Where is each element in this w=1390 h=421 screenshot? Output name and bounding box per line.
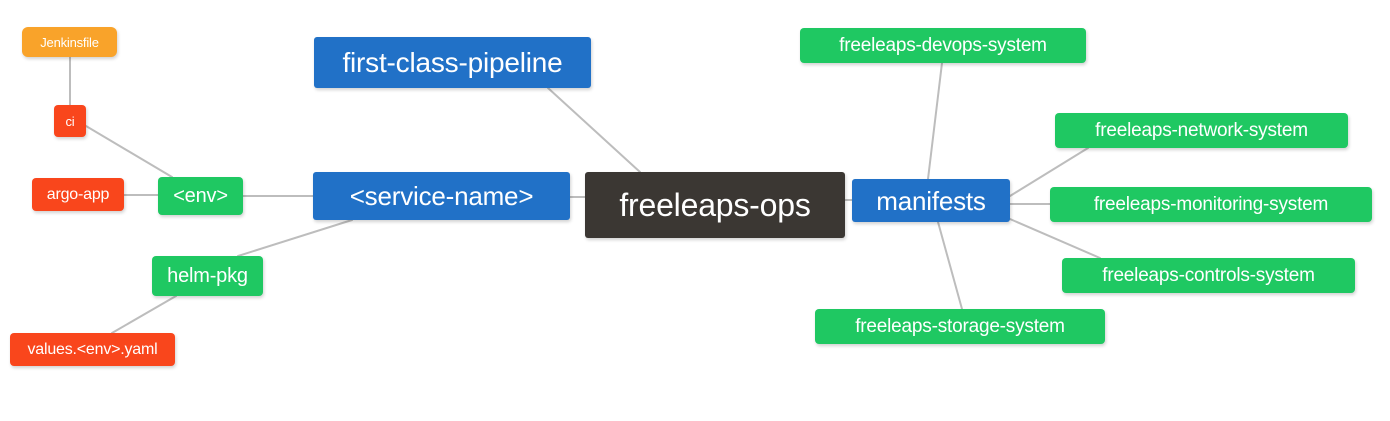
node-label: freeleaps-controls-system (1102, 265, 1315, 286)
node-network-system[interactable]: freeleaps-network-system (1055, 113, 1348, 148)
node-argo-app[interactable]: argo-app (32, 178, 124, 211)
edge-helm-pkg-values-yaml (111, 295, 177, 334)
node-label: manifests (876, 185, 986, 216)
node-monitoring-system[interactable]: freeleaps-monitoring-system (1050, 187, 1372, 222)
node-label: <service-name> (349, 181, 534, 211)
node-values-yaml[interactable]: values.<env>.yaml (10, 333, 175, 366)
node-storage-system[interactable]: freeleaps-storage-system (815, 309, 1105, 344)
node-label: freeleaps-devops-system (839, 35, 1047, 56)
node-label: values.<env>.yaml (27, 340, 158, 358)
node-label: ci (65, 113, 75, 129)
node-label: freeleaps-storage-system (855, 316, 1065, 337)
node-label: freeleaps-monitoring-system (1093, 194, 1329, 215)
node-label: freeleaps-ops (619, 187, 811, 223)
node-service-name[interactable]: <service-name> (313, 172, 570, 220)
node-label: freeleaps-network-system (1095, 120, 1308, 141)
node-jenkinsfile[interactable]: Jenkinsfile (22, 27, 117, 57)
node-label: Jenkinsfile (40, 34, 99, 50)
edge-manifests-controls-system (1009, 218, 1101, 259)
edge-env-ci (85, 125, 173, 178)
node-manifests[interactable]: manifests (852, 179, 1010, 222)
edge-manifests-storage-system (937, 221, 963, 310)
node-label: <env> (173, 185, 228, 207)
node-freeleaps-ops[interactable]: freeleaps-ops (585, 172, 845, 238)
node-label: helm-pkg (167, 265, 248, 287)
edge-service-name-helm-pkg (237, 219, 353, 257)
node-label: argo-app (46, 185, 110, 203)
node-helm-pkg[interactable]: helm-pkg (152, 256, 263, 296)
edge-root-first-class-pipeline (547, 87, 641, 173)
node-env[interactable]: <env> (158, 177, 243, 215)
node-ci[interactable]: ci (54, 105, 86, 137)
node-label: first-class-pipeline (342, 46, 563, 78)
node-controls-system[interactable]: freeleaps-controls-system (1062, 258, 1355, 293)
edge-manifests-devops-system (927, 62, 943, 180)
node-devops-system[interactable]: freeleaps-devops-system (800, 28, 1086, 63)
node-first-class-pipeline[interactable]: first-class-pipeline (314, 37, 591, 88)
